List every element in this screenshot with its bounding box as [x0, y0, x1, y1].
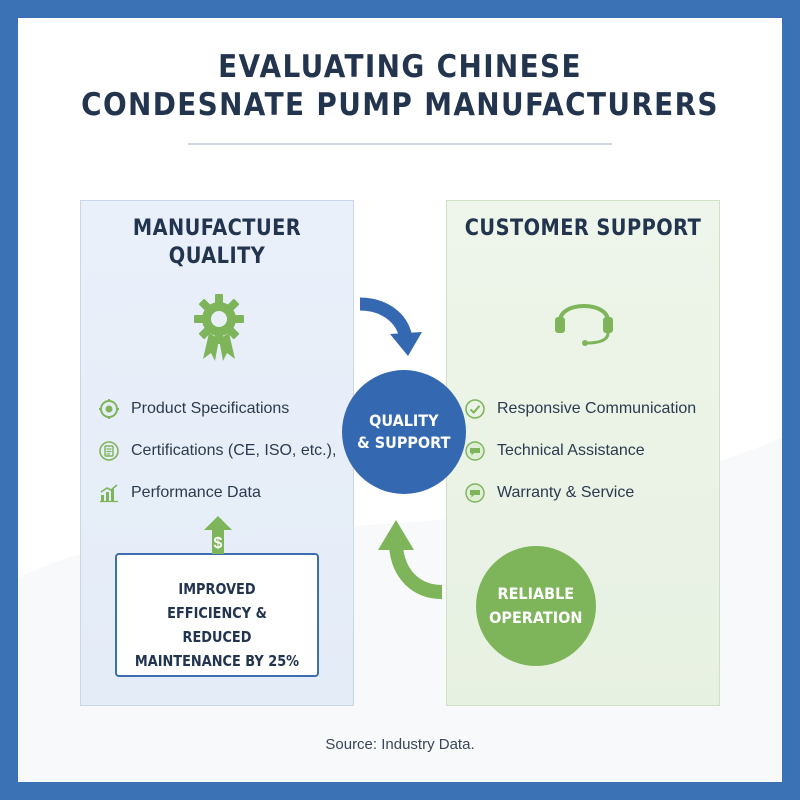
document-icon: [99, 441, 119, 461]
check-circle-icon: [465, 399, 485, 419]
list-item-technical-assistance: Technical Assistance: [465, 439, 645, 463]
panel-title-line2: QUALITY: [168, 244, 266, 269]
list-item-label: Responsive Communication: [497, 400, 697, 417]
panel-title-line1: MANUFACTUER: [132, 216, 302, 241]
title-divider: [188, 143, 612, 145]
list-item-warranty-service: Warranty & Service: [465, 481, 634, 505]
source-note: Source: Industry Data.: [325, 736, 475, 753]
callout-line1: IMPROVED: [178, 580, 256, 598]
callout-text: IMPROVED EFFICIENCY & REDUCED MAINTENANC…: [131, 577, 303, 673]
quality-support-circle: QUALITY & SUPPORT: [342, 370, 466, 494]
customer-support-title: CUSTOMER SUPPORT: [464, 216, 702, 241]
gear-award-icon: [194, 294, 244, 361]
dollar-up-arrow-icon: $: [204, 516, 232, 554]
page-title-line2: CONDESNATE PUMP MANUFACTURERS: [81, 87, 719, 123]
bar-chart-icon: [100, 484, 118, 503]
list-item-label: Product Specifications: [131, 400, 290, 417]
reliable-operation-line2: OPERATION: [489, 608, 583, 627]
manufacturer-quality-panel: MANUFACTUER QUALITY: [80, 200, 354, 706]
reliable-operation-line1: RELIABLE: [497, 584, 575, 603]
quality-support-line1: QUALITY: [369, 411, 439, 430]
curved-arrow-green-icon: [378, 520, 443, 599]
list-item-label: Warranty & Service: [497, 484, 635, 501]
reliable-operation-circle: RELIABLE OPERATION: [476, 546, 596, 666]
gear-small-icon: [99, 399, 119, 419]
curved-arrow-blue-icon: [359, 297, 422, 356]
list-item-performance-data: Performance Data: [99, 481, 261, 505]
list-item-label: Technical Assistance: [497, 442, 645, 459]
quality-support-line2: & SUPPORT: [357, 433, 451, 452]
reliable-operation-label: RELIABLE OPERATION: [489, 582, 582, 630]
list-item-label: Performance Data: [131, 484, 261, 501]
list-item-product-specifications: Product Specifications: [99, 397, 289, 421]
headset-icon: [555, 304, 613, 346]
callout-line2: EFFICIENCY & REDUCED: [167, 604, 267, 646]
chat-bubble-icon: [465, 483, 485, 503]
quality-support-label: QUALITY & SUPPORT: [357, 410, 450, 454]
efficiency-callout: IMPROVED EFFICIENCY & REDUCED MAINTENANC…: [115, 553, 319, 677]
page-title: EVALUATING CHINESE CONDESNATE PUMP MANUF…: [56, 48, 744, 124]
list-item-label: Certifications (CE, ISO, etc.),: [131, 442, 337, 459]
chat-bubble-icon: [465, 441, 485, 461]
svg-text:$: $: [214, 535, 223, 552]
infographic-frame: EVALUATING CHINESE CONDESNATE PUMP MANUF…: [18, 18, 782, 782]
manufacturer-quality-title: MANUFACTUER QUALITY: [97, 215, 336, 271]
page-title-line1: EVALUATING CHINESE: [218, 49, 582, 85]
list-item-certifications: Certifications (CE, ISO, etc.),: [99, 439, 336, 463]
callout-line3: MAINTENANCE BY 25%: [134, 652, 300, 670]
list-item-responsive-communication: Responsive Communication: [465, 397, 696, 421]
